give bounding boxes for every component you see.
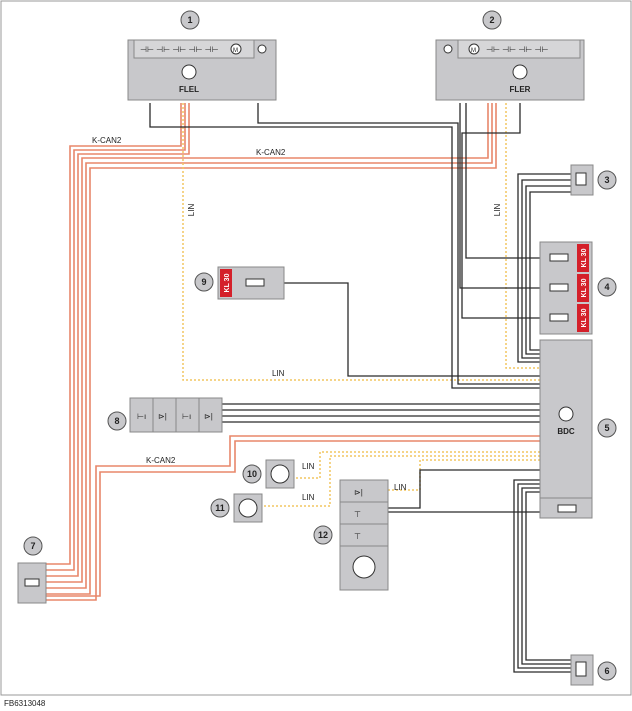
badge-4: [597, 277, 617, 297]
switch-block-8: ⊢ı ⊳| ⊢ı ⊳| 8: [107, 397, 223, 433]
fler-motor-icon: [468, 43, 480, 55]
kl30-tag-c: [577, 304, 589, 332]
sensor-10-transistor-icon: [270, 464, 290, 484]
kl30-label-a: KL 30: [581, 248, 588, 267]
badge-1: [180, 10, 200, 30]
badge-8: [107, 411, 127, 431]
diagram-frame: [0, 0, 632, 696]
badge-2: [482, 10, 502, 30]
assembly-12-switch-icon-a: ⊤: [354, 510, 361, 519]
kcan-label-mid: K-CAN2: [146, 456, 176, 465]
badge-11: [210, 498, 230, 518]
assembly-12-switch-icon-b: ⊤: [354, 532, 361, 541]
badge-9-number: 9: [201, 277, 206, 287]
badge-9: [194, 272, 214, 292]
fuse-9: KL 30 9: [194, 266, 285, 300]
badge-4-number: 4: [604, 282, 609, 292]
flel-lamp-icon: [257, 44, 267, 54]
fler-lamp-icon: [443, 44, 453, 54]
badge-5-number: 5: [604, 423, 609, 433]
kl30-tag-9: [220, 269, 232, 297]
bdc-body: [539, 339, 593, 519]
svg-text:M: M: [233, 48, 238, 54]
badge-10-number: 10: [247, 469, 257, 479]
flel-led-strip: [133, 39, 255, 59]
badge-12: [313, 525, 333, 545]
badge-1-number: 1: [187, 15, 192, 25]
sensor-11-transistor-icon: [238, 498, 258, 518]
kl30-tag-a: [577, 244, 589, 272]
fuse-icon-a: [549, 253, 569, 262]
lin-bus: [182, 103, 540, 507]
led-icon-a: ⊳|: [158, 412, 167, 421]
kl30-label-b: KL 30: [581, 278, 588, 297]
fler-led-icons: ⊣⊢ ⊣⊢ ⊣⊢ ⊣⊢: [486, 45, 548, 54]
component-7-body: [17, 562, 47, 604]
switch-icon-a: ⊢ı: [137, 412, 146, 421]
switch-icon-b: ⊢ı: [182, 412, 191, 421]
badge-7: [23, 536, 43, 556]
figure-id: FB6313048: [4, 699, 46, 708]
resistor-6-icon: [575, 661, 587, 677]
led-icon-b: ⊳|: [204, 412, 213, 421]
module-bdc: BDC 5: [539, 339, 617, 519]
flel-label: FLEL: [179, 85, 199, 94]
badge-8-number: 8: [114, 416, 119, 426]
kcan-label-top-left: K-CAN2: [92, 136, 122, 145]
module-flel: ⊣⊢ ⊣⊢ ⊣⊢ ⊣⊢ ⊣⊢ M FLEL 1: [127, 10, 277, 101]
kl30-label-9: KL 30: [224, 273, 231, 292]
fler-transistor-icon: [512, 64, 528, 80]
assembly-12-light-icon: [352, 555, 376, 579]
lin-label-bottom: LIN: [272, 369, 285, 378]
badge-2-number: 2: [489, 15, 494, 25]
fler-label: FLER: [510, 85, 531, 94]
bdc-label: BDC: [557, 427, 575, 436]
badge-3: [597, 170, 617, 190]
sensor-10: 10: [242, 459, 295, 489]
flel-transistor-icon: [181, 64, 197, 80]
lin-label-10: LIN: [302, 462, 315, 471]
kcan2-bus: [45, 103, 540, 601]
lin-label-11: LIN: [302, 493, 315, 502]
lin-label-right: LIN: [493, 204, 502, 217]
badge-5: [597, 418, 617, 438]
badge-10: [242, 464, 262, 484]
component-6: 6: [570, 654, 617, 686]
svg-text:M: M: [471, 48, 476, 54]
lin-label-12: LIN: [394, 483, 407, 492]
badge-6: [597, 661, 617, 681]
fuse-9-icon: [245, 278, 265, 287]
fler-led-strip: [457, 39, 581, 59]
flel-motor-icon: [230, 43, 242, 55]
sensor-11: 11: [210, 493, 263, 523]
kl30-label-c: KL 30: [581, 308, 588, 327]
module-fler: M ⊣⊢ ⊣⊢ ⊣⊢ ⊣⊢ FLER 2: [435, 10, 585, 101]
component-3: 3: [570, 164, 617, 196]
kcan-label-top-mid: K-CAN2: [256, 148, 286, 157]
badge-7-number: 7: [30, 541, 35, 551]
badge-11-number: 11: [215, 503, 225, 513]
resistor-7-icon: [24, 578, 40, 587]
lin-label-left: LIN: [187, 204, 196, 217]
assembly-12: ⊳| ⊤ ⊤ 12: [313, 479, 389, 591]
assembly-12-led-icon: ⊳|: [354, 488, 363, 497]
bdc-fuse-icon: [557, 504, 577, 513]
fuse-icon-b: [549, 283, 569, 292]
power-ground-wires: [149, 103, 575, 673]
bdc-transistor-icon: [558, 406, 574, 422]
badge-12-number: 12: [318, 530, 328, 540]
fuse-box-4: KL 30 KL 30 KL 30 4: [539, 241, 617, 335]
resistor-3-icon: [575, 172, 587, 186]
badge-6-number: 6: [604, 666, 609, 676]
badge-3-number: 3: [604, 175, 609, 185]
fuse-icon-c: [549, 313, 569, 322]
component-7: 7: [17, 536, 47, 604]
kl30-tag-b: [577, 274, 589, 302]
flel-led-icons: ⊣⊢ ⊣⊢ ⊣⊢ ⊣⊢ ⊣⊢: [140, 45, 219, 54]
